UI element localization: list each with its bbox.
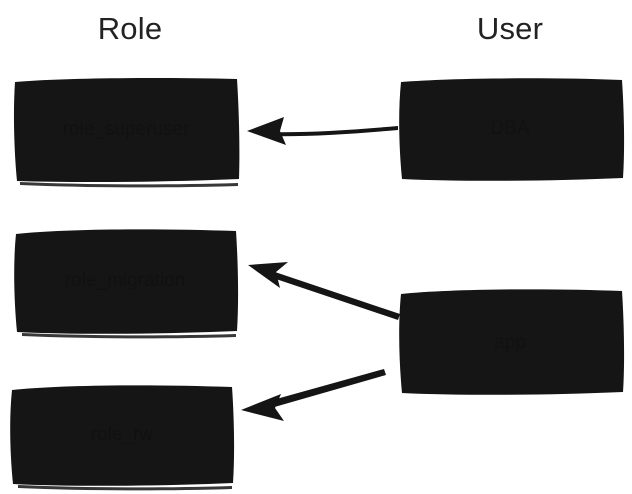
node-role-rw[interactable] <box>10 385 235 491</box>
node-dba[interactable] <box>399 78 625 181</box>
edge-app-to-role-migration <box>248 262 400 320</box>
edge-app-to-role-rw-arrowhead <box>241 394 284 421</box>
node-role-migration[interactable] <box>14 229 239 339</box>
node-dba-border <box>399 78 625 181</box>
node-app[interactable] <box>399 289 625 395</box>
node-role-rw-shadow <box>18 485 232 491</box>
edge-app-to-role-rw-line <box>262 369 386 410</box>
node-role-superuser-shadow <box>20 182 238 188</box>
edge-app-to-role-migration-arrowhead <box>248 262 288 288</box>
column-header-role: Role <box>97 11 163 46</box>
edge-dba-to-role-superuser-arrowhead <box>247 117 286 145</box>
edge-app-to-role-migration-line <box>267 270 400 320</box>
node-role-superuser[interactable] <box>13 78 240 188</box>
node-role-superuser-border <box>13 78 240 183</box>
edge-app-to-role-rw <box>241 369 386 421</box>
node-app-border <box>399 289 625 395</box>
node-role-rw-border <box>10 385 235 486</box>
edge-dba-to-role-superuser <box>247 117 398 145</box>
node-role-migration-shadow <box>22 333 236 339</box>
column-header-user: User <box>476 11 544 46</box>
node-role-migration-border <box>14 229 239 334</box>
edge-dba-to-role-superuser-line <box>262 126 398 137</box>
